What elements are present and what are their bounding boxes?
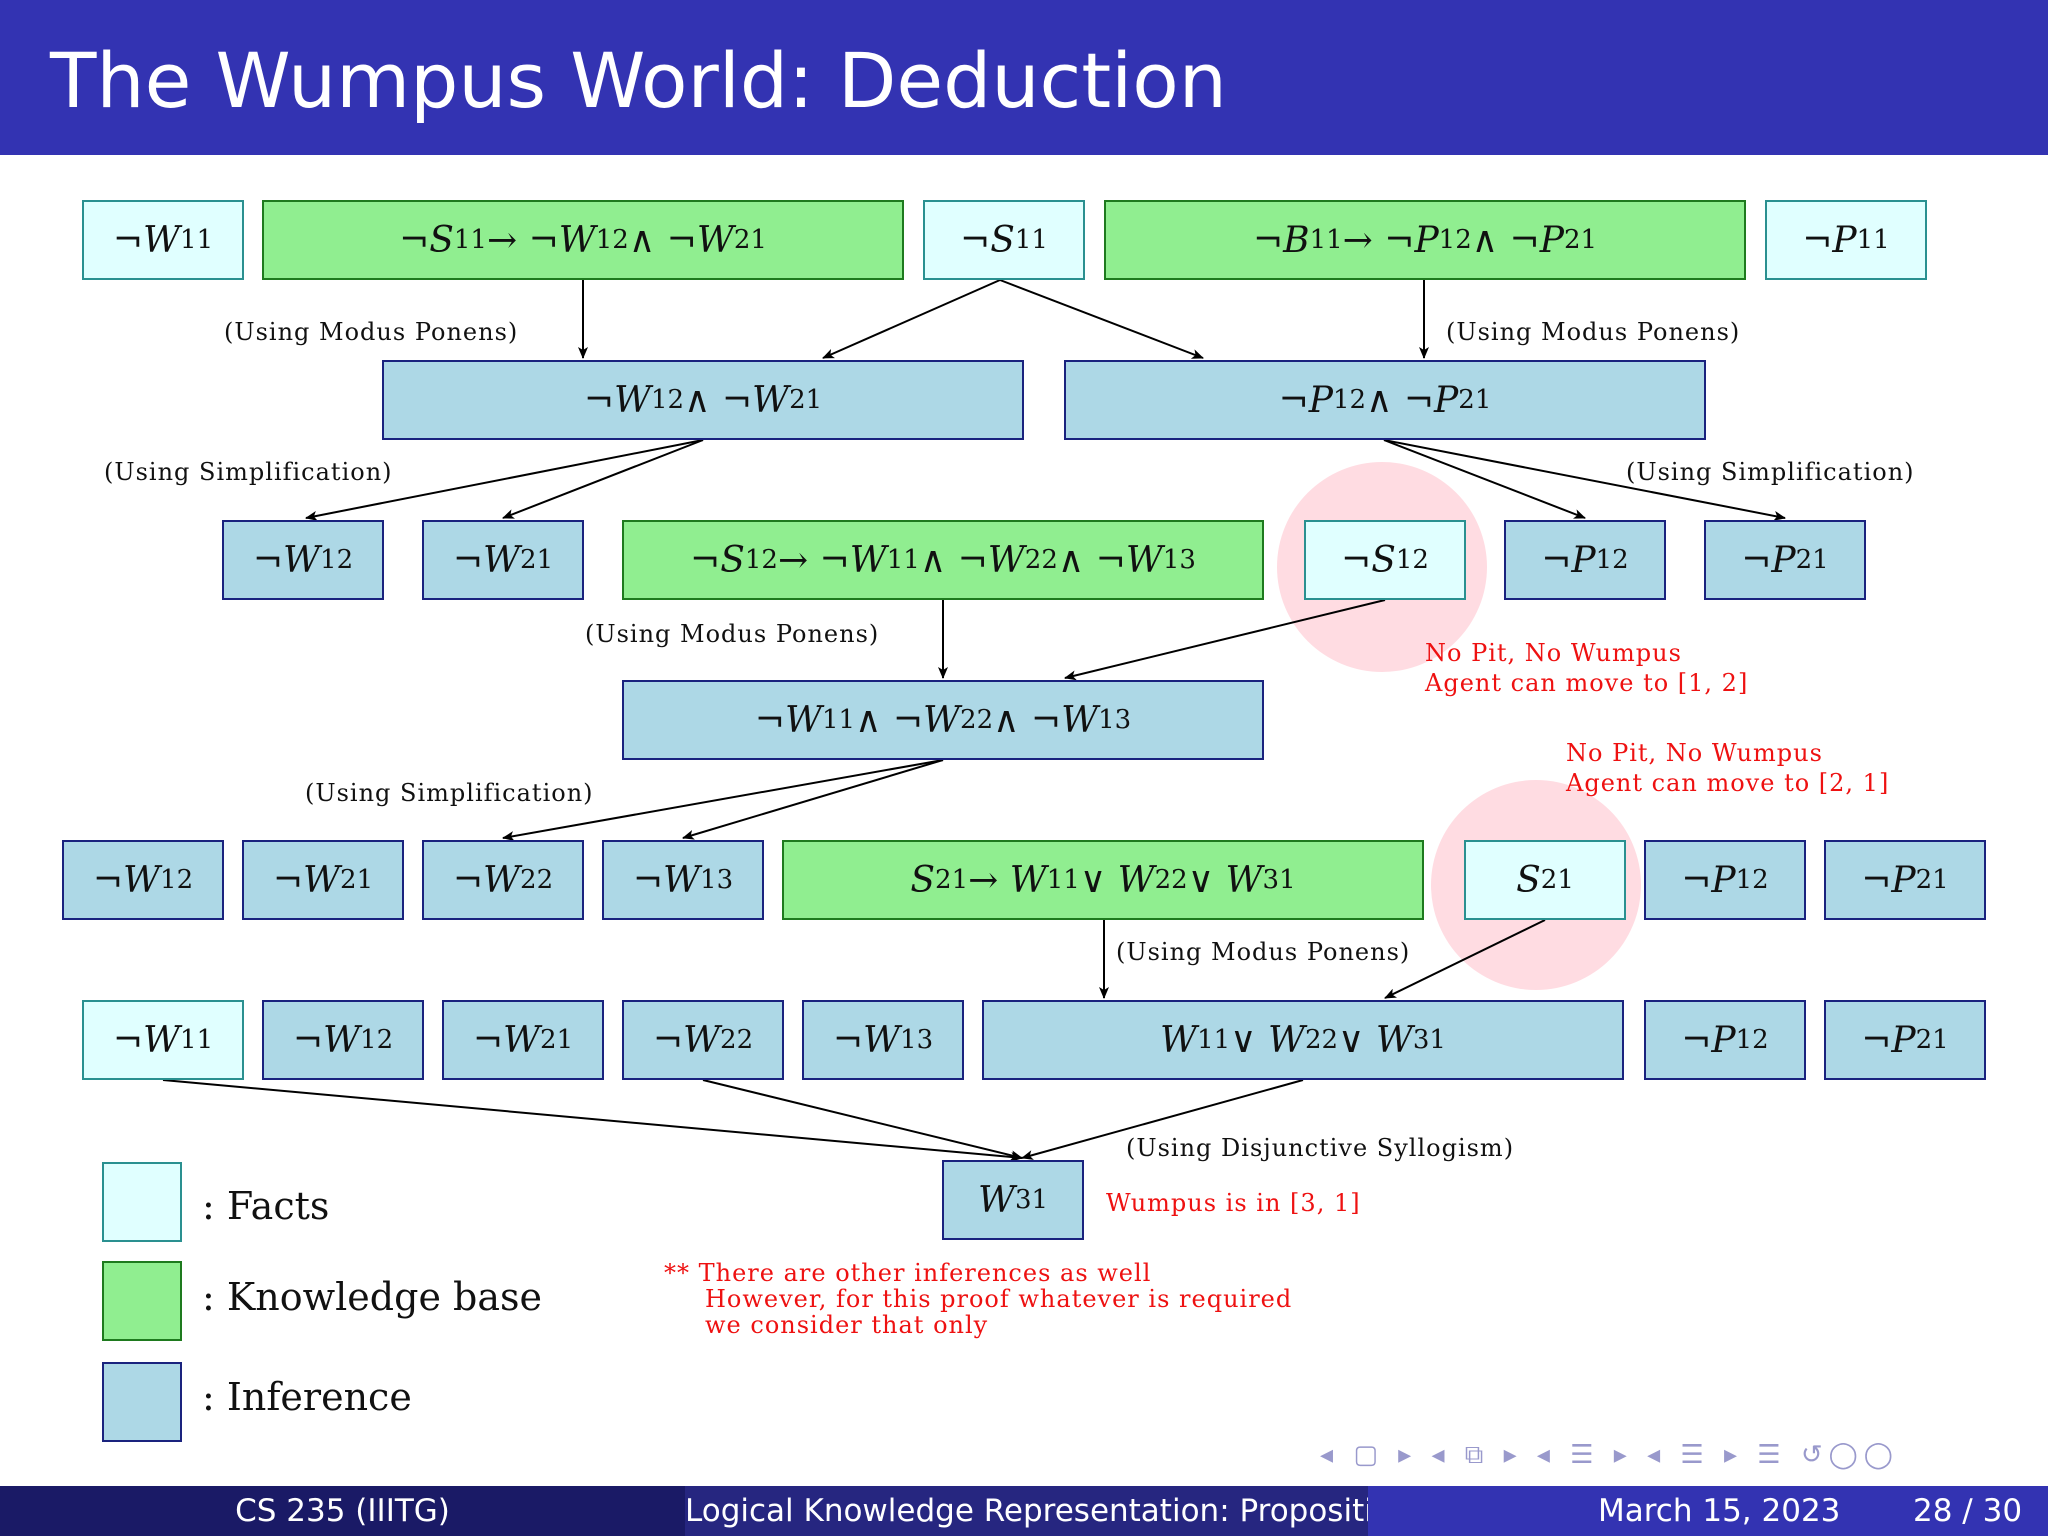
arrow-7 xyxy=(1383,439,1786,521)
footer: CS 235 (IIITG) Logical Knowledge Represe… xyxy=(0,1486,2048,1536)
label-simplification-2: (Using Simplification) xyxy=(1626,458,1915,486)
arrow-9 xyxy=(1064,599,1386,681)
label-modus-ponens-4: (Using Modus Ponens) xyxy=(1116,938,1411,966)
arrow-6 xyxy=(1383,439,1586,519)
note-s21: No Pit, No Wumpus Agent can move to [2, … xyxy=(1566,738,1889,798)
note-other-line1: ** There are other inferences as well xyxy=(664,1259,1152,1287)
arrow-11 xyxy=(682,759,944,840)
note-s21-line1: No Pit, No Wumpus xyxy=(1566,739,1823,767)
arrows xyxy=(162,279,1786,1162)
arrow-14 xyxy=(162,1079,1023,1162)
beamer-navigation-icons[interactable]: ◂ ▢ ▸ ◂ ⧉ ▸ ◂ ☰ ▸ ◂ ☰ ▸ ☰ ↺◯◯ xyxy=(1320,1440,1899,1470)
arrow-4 xyxy=(305,439,704,521)
label-modus-ponens-1: (Using Modus Ponens) xyxy=(224,318,519,346)
note-s21-line2: Agent can move to [2, 1] xyxy=(1566,769,1890,797)
footer-page-number[interactable]: 28 / 30 xyxy=(1913,1493,2023,1529)
note-other-inferences: ** There are other inferences as well Ho… xyxy=(664,1260,1292,1338)
title-bar: The Wumpus World: Deduction xyxy=(0,0,2048,155)
note-s12-line1: No Pit, No Wumpus xyxy=(1425,639,1682,667)
arrow-13 xyxy=(1384,919,1546,999)
legend-label-knowledge-base: : Knowledge base xyxy=(202,1275,542,1319)
arrow-16 xyxy=(1021,1079,1304,1160)
label-modus-ponens-3: (Using Modus Ponens) xyxy=(585,620,880,648)
footer-date: March 15, 2023 xyxy=(1598,1493,1841,1529)
label-simplification-1: (Using Simplification) xyxy=(104,458,393,486)
label-simplification-3: (Using Simplification) xyxy=(305,779,594,807)
note-s12: No Pit, No Wumpus Agent can move to [1, … xyxy=(1425,638,1748,698)
footer-date-page: March 15, 2023 28 / 30 xyxy=(1368,1486,2048,1536)
note-other-line3: we consider that only xyxy=(705,1311,989,1339)
note-other-line2: However, for this proof whatever is requ… xyxy=(705,1285,1293,1313)
legend-label-facts: : Facts xyxy=(202,1184,330,1228)
legend-label-inference: : Inference xyxy=(202,1375,412,1419)
legend-swatch-facts xyxy=(102,1162,182,1242)
note-wumpus-location: Wumpus is in [3, 1] xyxy=(1106,1189,1361,1217)
arrow-1 xyxy=(822,279,1001,359)
legend-swatch-knowledge-base xyxy=(102,1261,182,1341)
footer-author-text: CS 235 (IIITG) xyxy=(235,1493,450,1529)
footer-title-text: Logical Knowledge Representation: Propos… xyxy=(685,1493,1368,1529)
legend-swatch-inference xyxy=(102,1362,182,1442)
footer-title: Logical Knowledge Representation: Propos… xyxy=(685,1486,1368,1536)
arrow-5 xyxy=(502,439,704,519)
note-s12-line2: Agent can move to [1, 2] xyxy=(1425,669,1749,697)
arrow-2 xyxy=(999,279,1204,359)
label-modus-ponens-2: (Using Modus Ponens) xyxy=(1446,318,1741,346)
footer-author: CS 235 (IIITG) xyxy=(0,1486,685,1536)
arrow-15 xyxy=(702,1079,1023,1161)
arrow-10 xyxy=(502,759,944,842)
label-disjunctive-syllogism: (Using Disjunctive Syllogism) xyxy=(1126,1134,1515,1162)
slide-title: The Wumpus World: Deduction xyxy=(50,36,1227,125)
